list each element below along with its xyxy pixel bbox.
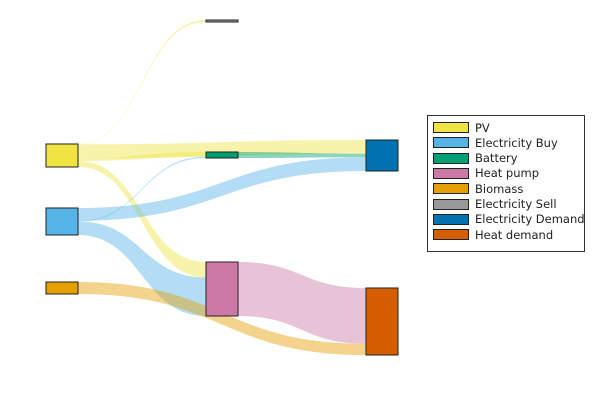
- sankey-link: [78, 152, 206, 162]
- sankey-link: [78, 161, 206, 278]
- legend-item: Electricity Buy: [433, 135, 558, 150]
- sankey-link: [78, 140, 366, 159]
- legend-swatch: [433, 229, 469, 241]
- sankey-node: [45, 207, 79, 236]
- legend-item: Electricity Demand: [433, 212, 585, 227]
- sankey-node: [205, 19, 239, 23]
- sankey-node: [365, 287, 399, 356]
- legend-label: Electricity Sell: [475, 197, 557, 211]
- legend-label: Biomass: [475, 181, 524, 196]
- legend-label: Heat pump: [475, 166, 540, 181]
- sankey-link: [238, 152, 366, 158]
- legend-swatch: [433, 198, 469, 210]
- legend-label: PV: [475, 120, 490, 135]
- legend-item: Heat pump: [433, 166, 540, 181]
- sankey-node: [45, 143, 79, 168]
- sankey-link: [78, 156, 206, 222]
- legend-item: Heat demand: [433, 227, 554, 242]
- legend-item: Battery: [433, 151, 518, 166]
- sankey-nodes: [45, 19, 399, 356]
- sankey-link: [238, 262, 366, 344]
- legend-swatch: [433, 183, 469, 195]
- legend-label: Heat demand: [475, 227, 554, 242]
- legend-swatch: [433, 122, 469, 133]
- legend-item: Biomass: [433, 181, 524, 196]
- sankey-links: [78, 20, 366, 355]
- legend-label: Electricity Buy: [475, 135, 558, 150]
- legend-label: Electricity Demand: [475, 212, 585, 227]
- sankey-link: [78, 282, 366, 355]
- legend-swatch: [433, 167, 469, 179]
- legend-swatch: [433, 152, 469, 164]
- legend-item: PV: [433, 120, 490, 135]
- legend-label: Battery: [475, 151, 518, 166]
- sankey-link: [78, 20, 206, 145]
- sankey-link: [78, 221, 206, 316]
- legend-swatch: [433, 137, 469, 149]
- sankey-node: [45, 281, 79, 295]
- sankey-node: [205, 151, 239, 159]
- legend-item: Electricity Sell: [433, 197, 557, 211]
- legend-swatch: [433, 213, 469, 225]
- sankey-link: [78, 157, 366, 221]
- sankey-node: [365, 139, 399, 172]
- sankey-node: [205, 261, 239, 317]
